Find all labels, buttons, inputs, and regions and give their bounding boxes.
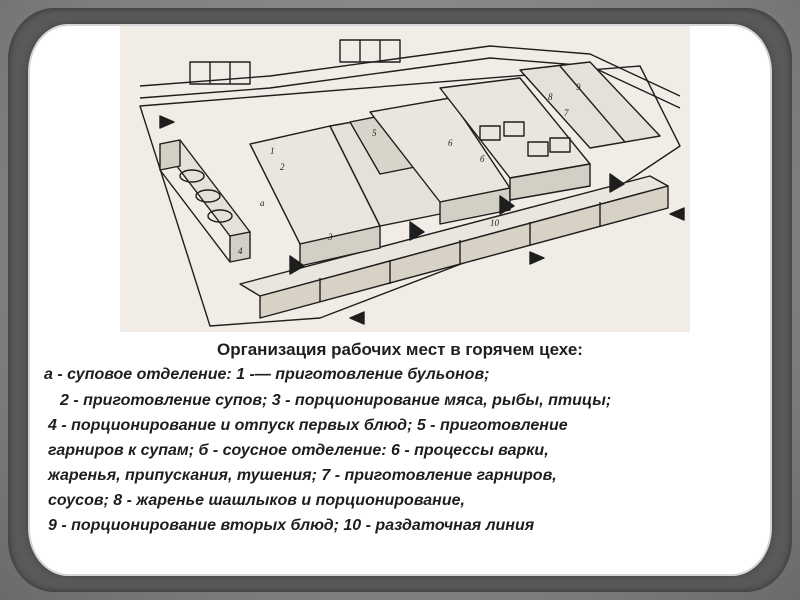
figure-label: 10: [490, 218, 500, 228]
caption-line: 4 - порционирование и отпуск первых блюд…: [48, 417, 568, 434]
figure-label: 9: [576, 82, 581, 92]
figure-label: 6: [448, 138, 453, 148]
flow-arrow-icon: [159, 115, 175, 129]
caption-line: соусов; 8 - жаренье шашлыков и порционир…: [48, 492, 465, 509]
flow-arrow-icon: [529, 251, 545, 265]
figure-label: 3: [327, 232, 333, 242]
flow-arrow-icon: [409, 221, 425, 241]
figure-label: 4: [238, 246, 243, 256]
figure-label: а: [260, 198, 265, 208]
caption-title: Организация рабочих мест в горячем цехе:: [217, 340, 583, 359]
figure-label: 5: [372, 128, 377, 138]
figure-label: 8: [548, 92, 553, 102]
kitchen-layout-drawing: а 1 2 3 4 5 б 6 7 8 9 10: [120, 26, 690, 332]
figure-label: 2: [280, 162, 285, 172]
figure-label: б: [480, 154, 485, 164]
caption-line: 9 - порционирование вторых блюд; 10 - ра…: [48, 517, 535, 534]
caption-line: а - суповое отделение: 1 -— приготовлени…: [44, 366, 490, 383]
slide: а 1 2 3 4 5 б 6 7 8 9 10 Организация раб…: [30, 26, 770, 574]
flow-arrow-icon: [609, 173, 625, 193]
flow-arrow-icon: [289, 255, 305, 275]
window-right: [339, 39, 401, 63]
figure-label: 7: [564, 108, 569, 118]
flow-arrow-icon: [349, 311, 365, 325]
figure-label: 1: [270, 146, 275, 156]
flow-arrow-icon: [669, 207, 685, 221]
caption-line: 2 - приготовление супов; 3 - порциониров…: [60, 392, 612, 409]
window-left: [189, 61, 251, 85]
caption-line: жаренья, припускания, тушения; 7 - приго…: [48, 467, 557, 484]
caption-line: гарниров к супам; б - соусное отделение:…: [48, 442, 549, 459]
flow-arrow-icon: [499, 195, 515, 215]
kitchen-layout-svg: а 1 2 3 4 5 б 6 7 8 9 10: [139, 39, 685, 327]
right-wall-units: [519, 61, 661, 149]
